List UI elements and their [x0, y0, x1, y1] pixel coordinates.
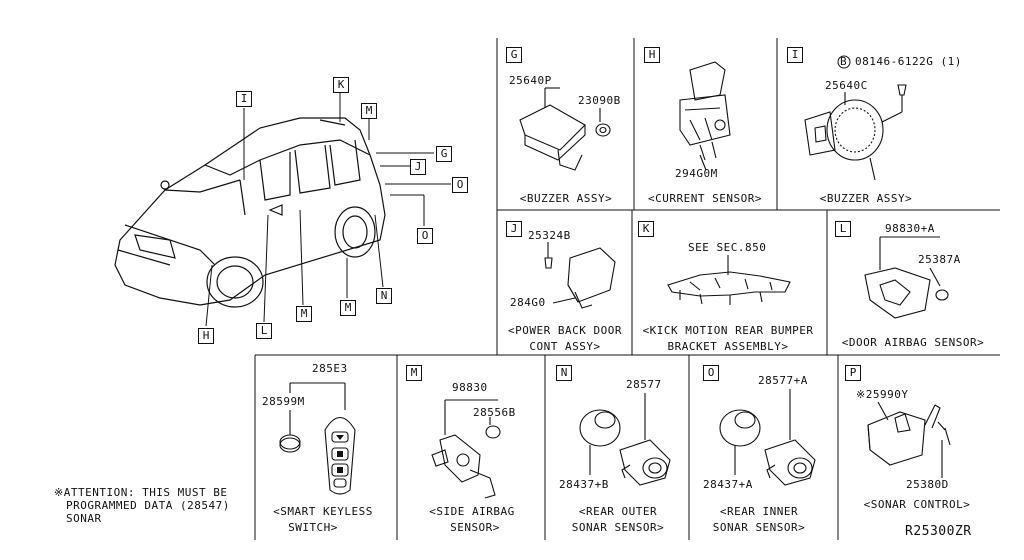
panel-K-caption-2: BRACKET ASSEMBLY> — [667, 340, 789, 353]
part-28599M: 28599M — [262, 395, 305, 408]
panel-J-caption-1: <POWER BACK DOOR — [508, 324, 622, 337]
panel-G-caption: <BUZZER ASSY> — [519, 192, 613, 205]
part-25990Y: ※25990Y — [856, 388, 909, 401]
panel-H-caption: <CURRENT SENSOR> — [648, 192, 762, 205]
panel-M-letter: M — [406, 365, 422, 381]
part-see-sec-850: SEE SEC.850 — [688, 241, 767, 254]
part-98830: 98830 — [452, 381, 488, 394]
part-28556B: 28556B — [473, 406, 516, 419]
part-28437A: 28437+A — [703, 478, 753, 491]
part-294G0M: 294G0M — [675, 167, 718, 180]
bolt-ref-mark-letter: B — [840, 55, 848, 68]
part-23090B: 23090B — [578, 94, 621, 107]
panel-K-letter: K — [638, 221, 654, 237]
panel-L-caption: <DOOR AIRBAG SENSOR> — [841, 336, 985, 349]
panel-G-letter: G — [506, 47, 522, 63]
callout-N: N — [376, 288, 392, 304]
part-25324B: 25324B — [528, 229, 571, 242]
callout-G: G — [436, 146, 452, 162]
panel-J-caption-2: CONT ASSY> — [529, 340, 601, 353]
panel-N-caption-1: <REAR OUTER — [578, 505, 658, 518]
part-25640P: 25640P — [509, 74, 552, 87]
panel-O-letter: O — [703, 365, 719, 381]
panel-M-caption-1: <SIDE AIRBAG — [429, 505, 515, 518]
panel-M-caption-2: SENSOR> — [450, 521, 500, 534]
panel-O-caption-2: SONAR SENSOR> — [712, 521, 806, 534]
callout-K: K — [333, 77, 349, 93]
panel-O-caption-1: <REAR INNER — [719, 505, 799, 518]
callout-I: I — [236, 91, 252, 107]
part-25640C: 25640C — [825, 79, 868, 92]
panel-N-letter: N — [556, 365, 572, 381]
part-28437B: 28437+B — [559, 478, 609, 491]
part-28577A: 28577+A — [758, 374, 808, 387]
attention-line-2: PROGRAMMED DATA (28547) — [66, 499, 230, 512]
panel-P-caption: <SONAR CONTROL> — [863, 498, 971, 511]
part-25387A: 25387A — [918, 253, 961, 266]
key-caption-1: <SMART KEYLESS — [273, 505, 373, 518]
callout-M-top: M — [361, 103, 377, 119]
callout-O-top: O — [452, 177, 468, 193]
panel-H-letter: H — [644, 47, 660, 63]
attention-line-3: SONAR — [66, 512, 102, 525]
part-25380D: 25380D — [906, 478, 949, 491]
callout-M-door: M — [296, 306, 312, 322]
callout-L: L — [256, 323, 272, 339]
diagram-code: R25300ZR — [905, 524, 972, 539]
panel-N-caption-2: SONAR SENSOR> — [571, 521, 665, 534]
callout-H: H — [198, 328, 214, 344]
part-285E3: 285E3 — [312, 362, 348, 375]
panel-I-letter: I — [787, 47, 803, 63]
part-98830A: 98830+A — [885, 222, 935, 235]
panel-K-caption-1: <KICK MOTION REAR BUMPER — [642, 324, 814, 337]
key-caption-2: SWITCH> — [288, 521, 338, 534]
callout-M-side: M — [340, 300, 356, 316]
callout-J: J — [410, 159, 426, 175]
callout-O-bottom: O — [417, 228, 433, 244]
panel-P-letter: P — [845, 365, 861, 381]
panel-L-letter: L — [835, 221, 851, 237]
part-08146-6122G: 08146-6122G (1) — [855, 55, 962, 68]
attention-line-1: ※ATTENTION: THIS MUST BE — [54, 486, 228, 499]
part-28577: 28577 — [626, 378, 662, 391]
panel-J-letter: J — [506, 221, 522, 237]
part-284G0: 284G0 — [510, 296, 546, 309]
panel-I-caption: <BUZZER ASSY> — [819, 192, 913, 205]
